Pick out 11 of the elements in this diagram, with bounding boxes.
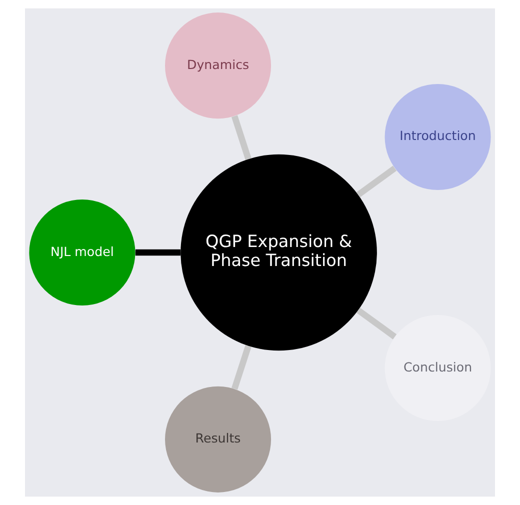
node-circle: QGP Expansion & Phase Transition <box>180 154 377 351</box>
connector <box>231 115 252 160</box>
connector <box>231 345 252 390</box>
node-circle: Dynamics <box>165 12 272 119</box>
node-circle: Conclusion <box>384 315 491 422</box>
connector <box>356 166 397 198</box>
connector <box>356 308 397 340</box>
node-circle: Results <box>165 386 272 492</box>
connector <box>135 249 180 256</box>
node-circle: NJL model <box>29 199 136 306</box>
node-circle: Introduction <box>384 84 491 190</box>
